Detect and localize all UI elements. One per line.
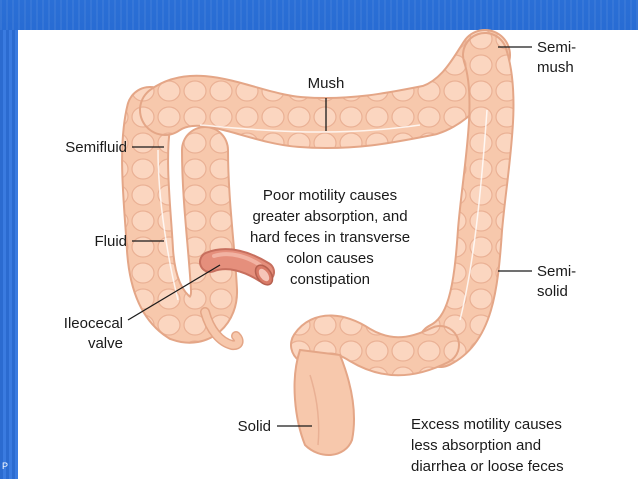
slide-border bbox=[0, 30, 18, 479]
label-solid: Solid bbox=[238, 418, 271, 435]
label-semimush-2: mush bbox=[537, 59, 574, 76]
note-poor-motility: Poor motility causes greater absorption,… bbox=[250, 187, 410, 288]
svg-text:Poor motility causes: Poor motility causes bbox=[263, 187, 397, 204]
note-excess-motility: Excess motility causes less absorption a… bbox=[411, 416, 564, 475]
svg-text:constipation: constipation bbox=[290, 271, 370, 288]
label-semisolid-2: solid bbox=[537, 283, 568, 300]
footer-text: P bbox=[2, 461, 9, 471]
label-mush: Mush bbox=[308, 75, 345, 92]
svg-text:Excess motility causes: Excess motility causes bbox=[411, 416, 562, 433]
label-semisolid-1: Semi- bbox=[537, 263, 576, 280]
label-fluid: Fluid bbox=[94, 233, 127, 250]
leader-lines bbox=[127, 46, 532, 427]
svg-text:hard feces in transverse: hard feces in transverse bbox=[250, 229, 410, 246]
label-semifluid: Semifluid bbox=[65, 139, 127, 156]
svg-text:less absorption and: less absorption and bbox=[411, 437, 541, 454]
label-ileocecal-1: Ileocecal bbox=[64, 315, 123, 332]
svg-text:diarrhea or loose feces: diarrhea or loose feces bbox=[411, 458, 564, 475]
svg-text:greater absorption, and: greater absorption, and bbox=[252, 208, 407, 225]
label-semimush-1: Semi- bbox=[537, 39, 576, 56]
ileum bbox=[199, 248, 275, 286]
label-ileocecal-2: valve bbox=[88, 335, 123, 352]
svg-text:colon causes: colon causes bbox=[286, 250, 374, 267]
rectum bbox=[293, 348, 356, 457]
colon bbox=[121, 29, 515, 457]
